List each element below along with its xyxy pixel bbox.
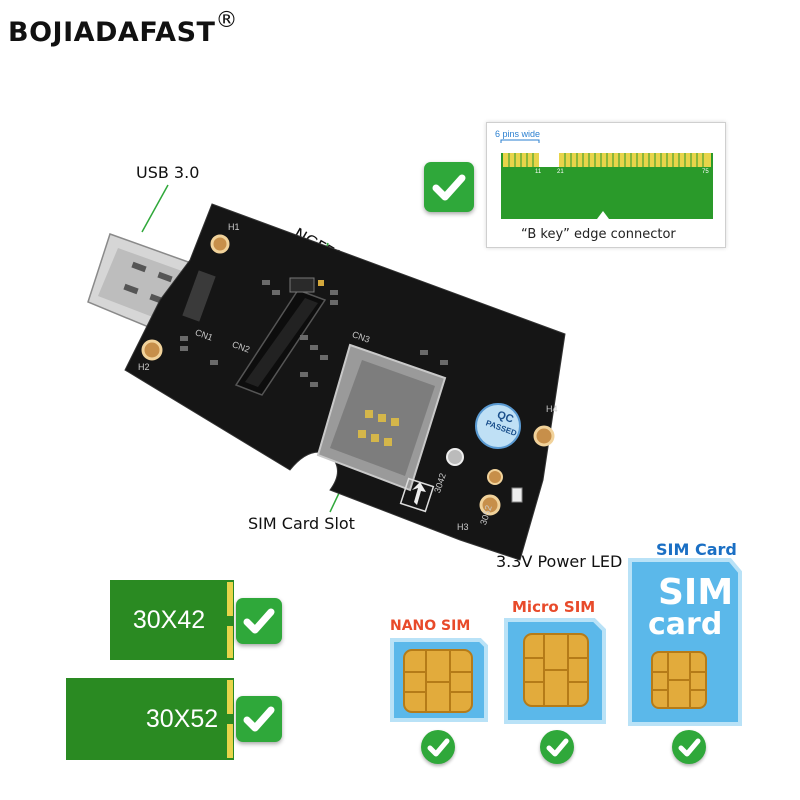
pin-number-21: 21 [557,169,564,175]
brand-name: BOJIADAFAST [8,17,216,48]
nano-sim-card [390,638,488,722]
sim-card-big-text-card: card [648,607,723,642]
ssd-30x52-label: 30X52 [145,704,219,733]
silk-h2: H2 [138,362,150,372]
brand-logo: BOJIADAFAST® [8,8,238,48]
ssd-30x52-edge [226,678,234,760]
ssd-30x52-check-icon [236,696,282,742]
sim-slot-label: SIM Card Slot [248,514,355,533]
micro-sim-label: Micro SIM [512,598,596,616]
check-icon [424,162,474,212]
sim-card-label: SIM Card [656,540,737,559]
edge-connector-panel: 6 pins wide 11 21 75 “B key [486,122,726,248]
sim-card-check-icon [672,730,706,764]
edge-connector-caption: “B key” edge connector [521,227,676,242]
usb-label: USB 3.0 [136,163,200,182]
ssd-30x52-card: 30X52 [66,678,228,760]
pin-number-75: 75 [702,169,709,175]
edge-connector-diagram [500,139,713,219]
full-sim-card [628,558,742,726]
ssd-30x42-edge [226,580,234,660]
pin-number-11: 11 [535,169,542,175]
pcb [124,203,566,561]
ssd-30x42-card: 30X42 [110,580,228,660]
led-label: 3.3V Power LED [496,552,623,571]
micro-sim-check-icon [540,730,574,764]
nano-sim-label: NANO SIM [390,618,471,634]
pins-wide-label: 6 pins wide [495,129,541,139]
sim-card-big-text-sim: SIM [658,572,734,613]
usb-leader-line [141,184,169,233]
ssd-30x42-check-icon [236,598,282,644]
registered-mark: ® [215,8,238,33]
silk-h3: H3 [457,522,469,532]
ssd-30x42-label: 30X42 [132,605,206,634]
silk-h1: H1 [228,222,240,232]
micro-sim-card [504,618,606,724]
nano-sim-check-icon [421,730,455,764]
silk-h4: H4 [546,404,558,414]
